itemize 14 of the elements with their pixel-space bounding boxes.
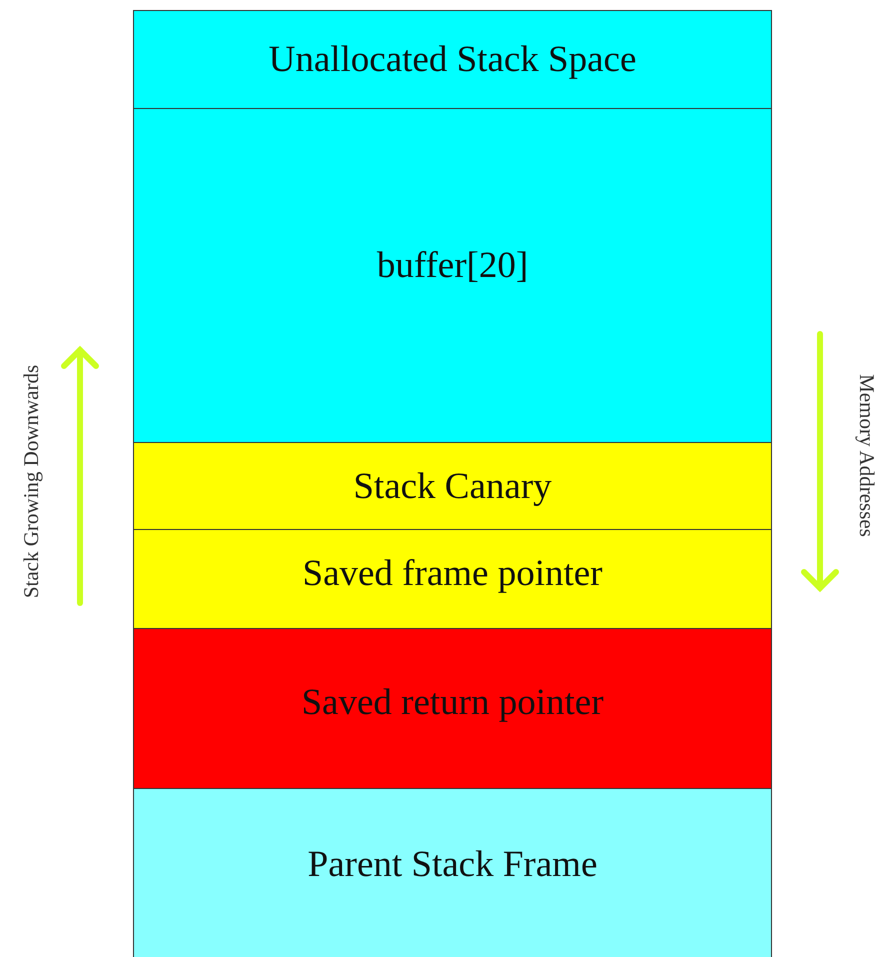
axis-caption: Memory Addresses (853, 374, 878, 536)
segment-label: Stack Canary (353, 464, 552, 508)
segment-label: Saved return pointer (301, 681, 604, 724)
segment-label: buffer[20] (376, 244, 528, 287)
stack-segment (133, 10, 772, 109)
stack-segment (133, 529, 772, 629)
segment-label: Unallocated Stack Space (268, 38, 636, 81)
axis-caption: Stack Growing Downwards (18, 364, 44, 598)
segment-label: Saved frame pointer (302, 552, 602, 594)
stack-segment (133, 442, 772, 530)
segment-label: Parent Stack Frame (308, 842, 598, 886)
stack-segment (133, 788, 772, 957)
stack-segment (133, 628, 772, 789)
stack-segment (133, 108, 772, 443)
